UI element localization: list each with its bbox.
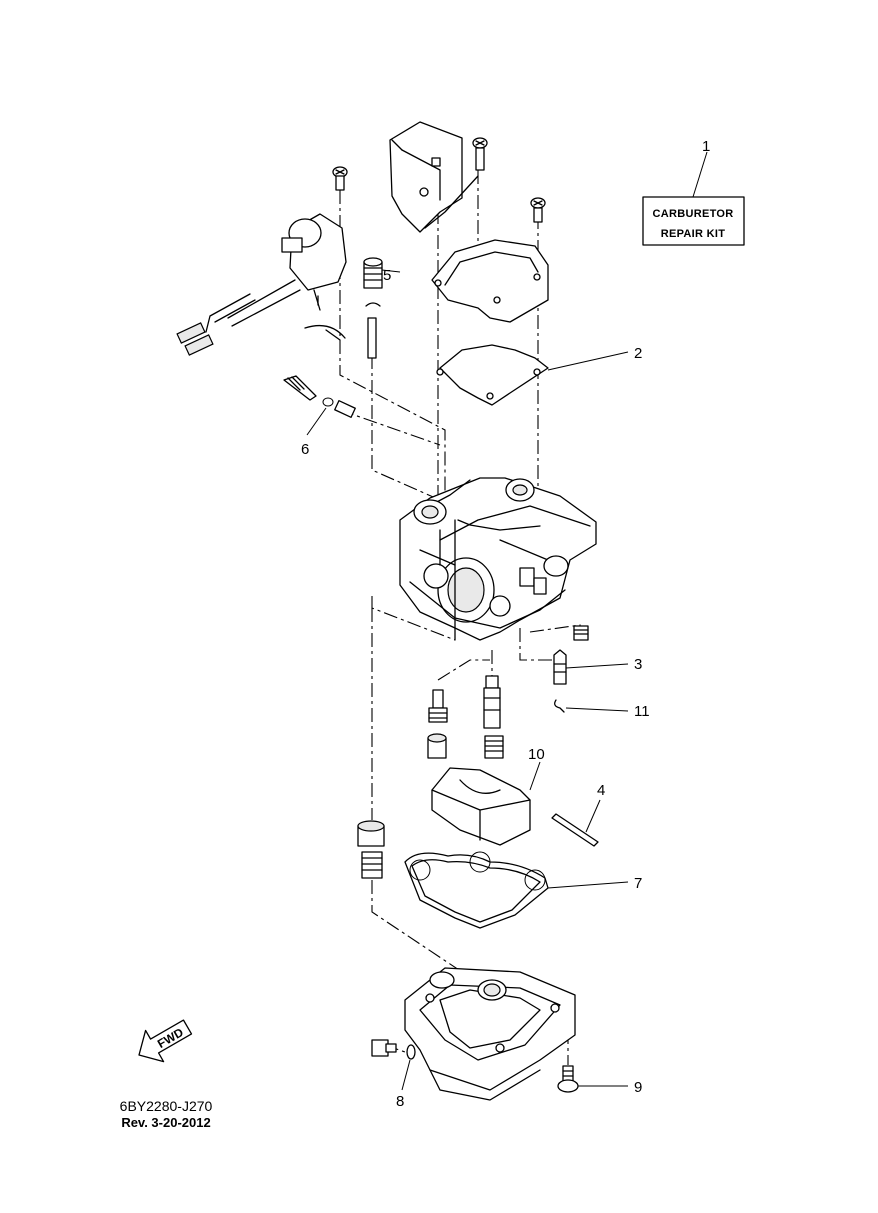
revision-date: Rev. 3-20-2012 (121, 1115, 211, 1130)
kit-label-line2: REPAIR KIT (661, 228, 726, 240)
screw-body-right (573, 625, 589, 641)
callout-9: 9 (634, 1079, 642, 1096)
drain-plug-cap (357, 820, 385, 847)
cap-left (427, 733, 447, 759)
assembly-lines (339, 170, 581, 1065)
repair-kit-label: CARBURETOR REPAIR KIT (642, 151, 745, 246)
carburetor-body (399, 477, 597, 641)
gasket-part-2 (436, 344, 629, 406)
nozzle-left (428, 689, 448, 723)
screw-top-right (472, 137, 488, 171)
callout-3: 3 (634, 656, 642, 673)
main-jet-part-5 (363, 257, 401, 359)
needle-valve-part-3 (553, 649, 629, 685)
choke-bracket (389, 121, 479, 233)
callout-2: 2 (634, 345, 642, 362)
callout-1: 1 (702, 138, 710, 155)
float-part-10 (431, 761, 541, 846)
repair-kit-box (642, 196, 745, 246)
float-chamber (404, 967, 576, 1101)
callout-6: 6 (301, 441, 309, 458)
o-ring-part-8 (401, 1044, 416, 1091)
float-pin-part-4 (551, 799, 601, 847)
screw-part-9 (557, 1065, 628, 1093)
nozzle-center (483, 675, 501, 729)
part-code: 6BY2280-J270 (119, 1098, 213, 1114)
callout-10: 10 (528, 746, 545, 763)
kit-label-line1: CARBURETOR (652, 208, 733, 220)
drain-spring (361, 851, 383, 879)
callout-labels: 1 2 3 4 5 6 7 8 9 10 11 (301, 138, 710, 1110)
callout-4: 4 (597, 782, 605, 799)
callout-7: 7 (634, 875, 642, 892)
float-chamber-gasket-part-7 (404, 851, 629, 929)
drain-screw-left (371, 1039, 397, 1057)
callout-5: 5 (383, 267, 391, 284)
callout-8: 8 (396, 1093, 404, 1110)
screw-cover (530, 197, 546, 223)
pilot-screw-part-6 (283, 375, 356, 436)
fwd-arrow-icon: FWD (138, 1019, 193, 1063)
callout-11: 11 (634, 703, 650, 720)
clip-part-11 (554, 699, 629, 713)
cover-plate (431, 239, 549, 323)
solenoid-assembly (176, 213, 347, 356)
screw-solenoid (332, 166, 348, 191)
spring-center (484, 735, 504, 759)
